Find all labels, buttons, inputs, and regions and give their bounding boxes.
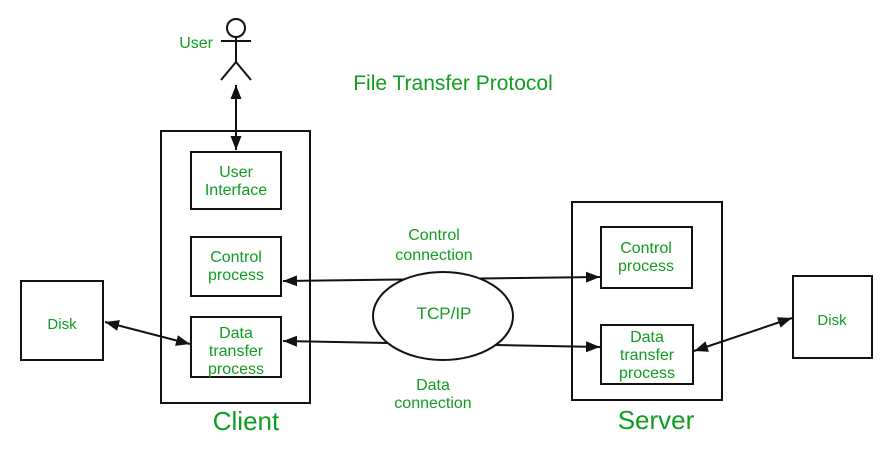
client-control-label-line2: process xyxy=(208,267,264,284)
user-interface-label-line1: User xyxy=(219,164,253,181)
server-data-label-line1: Data xyxy=(630,329,664,346)
client-data-transfer-box xyxy=(190,316,282,378)
server-control-process-box xyxy=(600,226,693,289)
server-disk-link xyxy=(693,317,793,352)
tcp-ip-label: TCP/IP xyxy=(417,304,472,323)
server-data-label-line2: transfer xyxy=(620,347,675,364)
control-connection-label-line2: connection xyxy=(395,247,472,264)
diagram-title: File Transfer Protocol xyxy=(353,72,553,95)
user-figure-right-leg xyxy=(235,61,252,81)
user-interface-label-line2: Interface xyxy=(205,182,267,199)
data-connection-label-line2: connection xyxy=(394,395,471,412)
right-disk-label: Disk xyxy=(817,312,847,329)
user-figure xyxy=(220,18,252,81)
client-data-label-line3: process xyxy=(208,361,264,378)
client-data-label-line1: Data xyxy=(219,325,253,342)
user-figure-head xyxy=(226,18,246,38)
server-control-label-line2: process xyxy=(618,258,674,275)
user-label: User xyxy=(179,35,213,52)
user-figure-left-leg xyxy=(220,61,237,81)
right-disk-box xyxy=(792,275,873,359)
data-connection-label-line1: Data xyxy=(416,377,450,394)
server-control-label-line1: Control xyxy=(620,240,672,257)
client-control-process-box xyxy=(190,236,282,297)
client-disk-link xyxy=(104,320,191,346)
diagram-labels: File Transfer Protocol User User Interfa… xyxy=(47,35,847,436)
server-data-transfer-box xyxy=(600,324,694,385)
client-label: Client xyxy=(213,406,280,436)
user-interface-box xyxy=(190,151,282,210)
diagram-shapes xyxy=(20,130,873,404)
tcp-ip-ellipse xyxy=(372,271,514,361)
client-data-label-line2: transfer xyxy=(209,343,264,360)
control-connection-label-line1: Control xyxy=(408,227,460,244)
left-disk-box xyxy=(20,280,104,361)
server-data-label-line3: process xyxy=(619,365,675,382)
left-disk-label: Disk xyxy=(47,316,77,333)
diagram-connections xyxy=(104,85,793,353)
server-label: Server xyxy=(618,405,695,435)
client-control-label-line1: Control xyxy=(210,249,262,266)
